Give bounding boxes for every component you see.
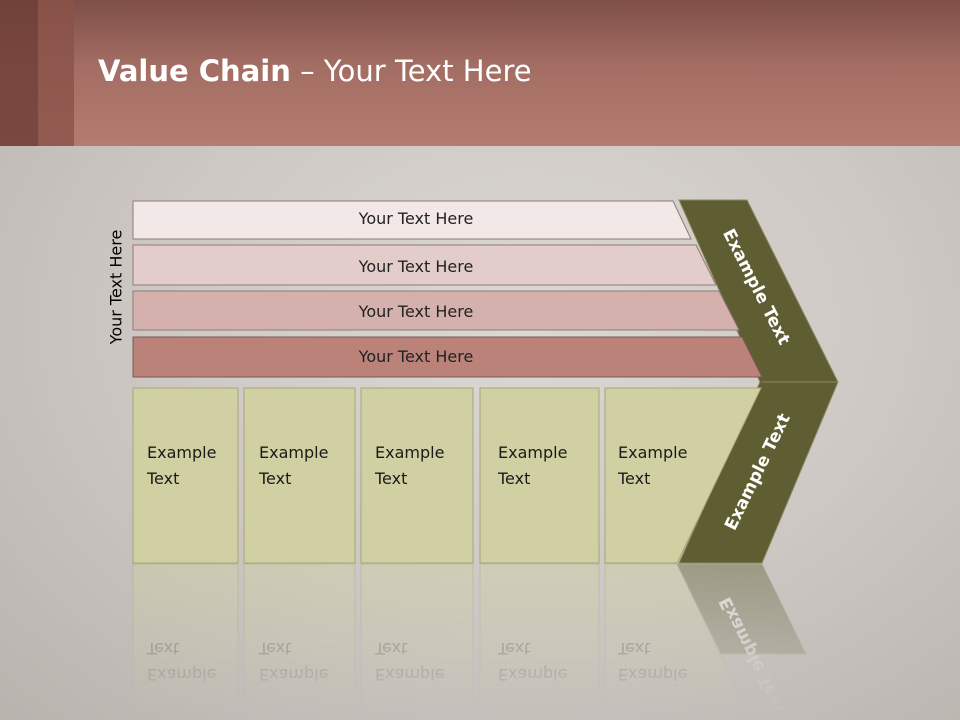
row-label: Your Text Here bbox=[358, 302, 474, 321]
column-reflection-text: Text bbox=[146, 639, 179, 658]
chevron-arrow[interactable] bbox=[678, 199, 839, 564]
column-box[interactable] bbox=[360, 387, 474, 564]
title-rest-part: – Your Text Here bbox=[290, 54, 532, 88]
column-reflection bbox=[360, 563, 474, 720]
column-text-line2: Text bbox=[374, 469, 407, 488]
column-reflection bbox=[132, 563, 239, 720]
column-text-line1: Example bbox=[375, 443, 444, 462]
column-reflection bbox=[479, 563, 600, 720]
column-box[interactable] bbox=[479, 387, 600, 564]
slide-title[interactable]: Value Chain – Your Text Here bbox=[98, 54, 532, 88]
header-bar: Value Chain – Your Text Here bbox=[0, 0, 960, 146]
column-reflection-text: Text bbox=[258, 639, 291, 658]
column-text-line1: Example bbox=[498, 443, 567, 462]
title-bold-part: Value Chain bbox=[98, 54, 291, 88]
column-box[interactable] bbox=[243, 387, 356, 564]
row-bar[interactable] bbox=[132, 244, 717, 286]
column-reflection-text: Example bbox=[147, 665, 216, 684]
column-reflection-text: Text bbox=[617, 639, 650, 658]
reflection-flipped: Example Text Example Text Example Text E… bbox=[132, 563, 807, 720]
reflection: Example Text Example Text Example Text E… bbox=[132, 563, 807, 720]
row-bar[interactable] bbox=[132, 336, 763, 378]
column-text-line2: Text bbox=[258, 469, 291, 488]
column-reflection-text: Example bbox=[498, 665, 567, 684]
row-label: Your Text Here bbox=[358, 257, 474, 276]
row-bar[interactable] bbox=[132, 200, 692, 240]
column-text-line1: Example bbox=[147, 443, 216, 462]
column-reflection-text: Text bbox=[374, 639, 407, 658]
column-box[interactable] bbox=[132, 387, 239, 564]
header-accent-band bbox=[38, 0, 74, 146]
column-reflection-text: Text bbox=[497, 639, 530, 658]
column-text-line2: Text bbox=[146, 469, 179, 488]
column-text-line2: Text bbox=[617, 469, 650, 488]
column-reflection bbox=[243, 563, 356, 720]
column-text-line1: Example bbox=[259, 443, 328, 462]
column-reflection-text: Example bbox=[618, 665, 687, 684]
column-box[interactable] bbox=[604, 387, 762, 564]
column-text-line2: Text bbox=[497, 469, 530, 488]
row-label: Your Text Here bbox=[358, 347, 474, 366]
column-reflection-text: Example bbox=[259, 665, 328, 684]
column-text-line1: Example bbox=[618, 443, 687, 462]
row-label: Your Text Here bbox=[358, 209, 474, 228]
chevron-reflection bbox=[676, 563, 807, 655]
column-reflection-text: Example bbox=[375, 665, 444, 684]
header-accent-band bbox=[0, 0, 38, 146]
row-bar[interactable] bbox=[132, 290, 740, 331]
